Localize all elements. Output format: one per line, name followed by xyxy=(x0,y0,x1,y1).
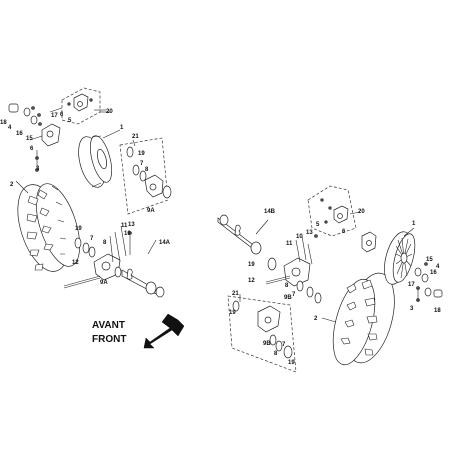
left-wheel-assembly: 1 2 3 4 5 6 6 7 7 8 8 9A 9A 10 11 12 13 … xyxy=(0,87,172,298)
label-r19c: 19 xyxy=(288,360,295,366)
label-r7b: 7 xyxy=(292,292,296,298)
direction-text-avant: AVANT xyxy=(92,320,125,331)
label-r18: 18 xyxy=(434,308,441,314)
label-r19: 19 xyxy=(248,262,255,268)
label-r16: 16 xyxy=(430,270,437,276)
label-r17: 17 xyxy=(408,282,415,288)
label-2: 2 xyxy=(10,182,14,188)
front-arrow-icon xyxy=(143,313,185,349)
left-knuckle-assembly xyxy=(63,225,165,298)
label-17: 17 xyxy=(51,113,58,119)
label-14a: 14A xyxy=(159,240,171,246)
label-13: 13 xyxy=(128,222,135,228)
label-r14b: 14B xyxy=(264,209,276,215)
label-r6: 6 xyxy=(342,229,346,235)
label-r10: 10 xyxy=(296,234,303,240)
left-part-labels: 1 2 3 4 5 6 6 7 7 8 8 9A 9A 10 11 12 13 … xyxy=(0,109,171,286)
label-4: 4 xyxy=(8,125,12,131)
label-r9b: 9B xyxy=(263,341,271,347)
label-9a-b: 9A xyxy=(100,280,108,286)
label-r4: 4 xyxy=(436,264,440,270)
left-rim xyxy=(78,135,113,188)
right-leader-lines xyxy=(239,219,415,323)
label-7b: 7 xyxy=(90,236,94,242)
label-3: 3 xyxy=(36,166,40,172)
label-r8b: 8 xyxy=(285,283,289,289)
label-r20: 20 xyxy=(358,209,365,215)
label-6: 6 xyxy=(30,146,34,152)
label-8: 8 xyxy=(145,167,149,173)
label-20: 20 xyxy=(106,109,113,115)
label-r2: 2 xyxy=(314,316,318,322)
label-18: 18 xyxy=(0,120,7,126)
label-5: 5 xyxy=(68,118,72,124)
label-r11: 11 xyxy=(286,241,293,247)
label-r7: 7 xyxy=(282,342,286,348)
direction-text-front: FRONT xyxy=(92,334,126,345)
label-r1: 1 xyxy=(412,221,416,227)
label-19: 19 xyxy=(138,151,145,157)
label-9a: 9A xyxy=(147,208,155,214)
label-r13: 13 xyxy=(306,230,313,236)
label-19b: 19 xyxy=(75,226,82,232)
label-16: 16 xyxy=(16,131,23,137)
label-r21: 21 xyxy=(232,291,239,297)
label-8b: 8 xyxy=(103,240,107,246)
right-knuckle-assembly xyxy=(217,214,322,304)
right-rim xyxy=(384,231,416,285)
right-hub-box xyxy=(307,185,361,237)
right-wheel-assembly: 1 2 3 4 5 6 7 7 8 8 9B 9B 10 11 12 13 14… xyxy=(217,185,443,373)
left-hub-small-parts xyxy=(8,103,63,172)
left-tire xyxy=(17,183,81,272)
left-leader-lines xyxy=(15,111,157,255)
label-r12: 12 xyxy=(248,278,255,284)
label-1: 1 xyxy=(120,125,124,131)
right-tire xyxy=(332,272,395,366)
direction-indicator: AVANT FRONT xyxy=(92,313,185,349)
right-bearing-box xyxy=(227,295,297,373)
label-r9b-b: 9B xyxy=(284,295,292,301)
right-part-labels: 1 2 3 4 5 6 7 7 8 8 9B 9B 10 11 12 13 14… xyxy=(229,209,441,366)
label-7: 7 xyxy=(140,161,144,167)
label-11: 11 xyxy=(121,223,128,229)
label-15: 15 xyxy=(26,136,33,142)
label-6b: 6 xyxy=(60,112,64,118)
label-21: 21 xyxy=(132,134,139,140)
right-hub-small-parts xyxy=(361,231,443,302)
label-r8: 8 xyxy=(274,351,278,357)
label-r19b: 19 xyxy=(229,310,236,316)
label-12: 12 xyxy=(72,260,79,266)
left-bearing-box xyxy=(119,137,172,215)
label-r3: 3 xyxy=(410,306,414,312)
label-r5: 5 xyxy=(316,222,320,228)
left-hub-box xyxy=(61,87,106,125)
label-r15: 15 xyxy=(426,257,433,263)
label-10: 10 xyxy=(124,231,131,237)
